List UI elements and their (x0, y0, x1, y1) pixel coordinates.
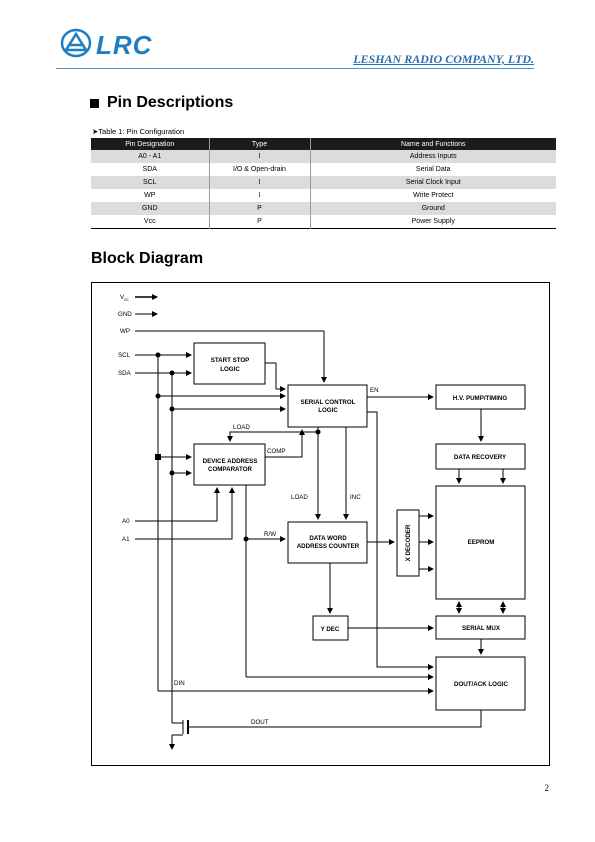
col-header: Type (208, 138, 310, 150)
serial-mux-label: SERIAL MUX (462, 625, 501, 632)
pin-gnd-label: GND (118, 311, 132, 318)
din-label: DIN (174, 680, 185, 687)
load-top-label: LOAD (233, 424, 250, 431)
hv-pump-label: H.V. PUMP/TIMING (453, 395, 508, 402)
eeprom-block (435, 485, 526, 600)
page-number: 2 (544, 783, 550, 793)
start-stop-label-1: START STOP (211, 357, 250, 364)
serial-control-label-1: SERIAL CONTROL (301, 399, 356, 406)
data-recovery-block (435, 443, 526, 470)
table-row: SCL I Serial Clock Input (91, 176, 556, 189)
logo-text: LRC (96, 30, 153, 60)
table-row: Vcc P Power Supply (91, 215, 556, 229)
comp-label: COMP (267, 448, 286, 455)
table-header-row: Pin Designation Type Name and Functions (91, 138, 556, 150)
rw-label: R/W (264, 531, 276, 538)
y-dec-label: Y DEC (321, 626, 340, 633)
pin-wp-label: WP (120, 328, 130, 335)
junction-dot (155, 352, 161, 358)
en-label: EN (370, 387, 379, 394)
load-label: LOAD (291, 494, 308, 501)
device-address-label-2: COMPARATOR (208, 466, 253, 473)
junction-dot (169, 406, 175, 412)
pin-descriptions-title: Pin Descriptions (107, 94, 234, 111)
junction-square (155, 454, 161, 460)
block-diagram-svg: Vcc GND WP SCL SDA A0 A1 DIN DOUT EN LOA… (118, 294, 526, 750)
data-word-label-2: ADDRESS COUNTER (297, 543, 360, 550)
bullet-square (90, 99, 99, 108)
serial-control-label-2: LOGIC (318, 407, 338, 414)
data-recovery-label: DATA RECOVERY (454, 454, 507, 461)
junction-dot (169, 370, 175, 376)
table-row: GND P Ground (91, 202, 556, 215)
pin-sda-label: SDA (118, 370, 132, 377)
table-caption: ➤Table 1: Pin Configuration (92, 127, 185, 136)
col-header: Pin Designation (91, 138, 209, 150)
eeprom-label: EEPROM (468, 539, 495, 546)
header-rule (56, 68, 534, 69)
table-row: SDA I/O & Open-drain Serial Data (91, 163, 556, 176)
dout-label: DOUT (251, 719, 269, 726)
arrow-icon: ➤ (92, 127, 99, 136)
block-diagram-title: Block Diagram (91, 250, 204, 267)
company-logo (60, 28, 92, 63)
x-decoder-block (396, 509, 420, 577)
pin-scl-label: SCL (118, 352, 131, 359)
table-row: A0 - A1 I Address Inputs (91, 150, 556, 163)
x-decoder-label: X DECODER (405, 524, 412, 561)
block-diagram: Vcc GND WP SCL SDA A0 A1 DIN DOUT EN LOA… (91, 282, 550, 766)
data-word-label-1: DATA WORD (309, 535, 347, 542)
junction-dot (155, 393, 161, 399)
junction-dot (169, 470, 175, 476)
serial-control-logic-block (287, 384, 368, 428)
junction-dot (315, 429, 321, 435)
pin-a1-label: A1 (122, 536, 130, 543)
start-stop-label-2: LOGIC (220, 366, 240, 373)
logo-icon (60, 28, 92, 58)
pin-vcc-label: Vcc (120, 294, 129, 302)
col-header: Name and Functions (309, 138, 556, 150)
junction-dot (243, 536, 249, 542)
device-address-comparator-block (193, 443, 266, 486)
inc-label: INC (350, 494, 361, 501)
pin-table: Pin Designation Type Name and Functions … (91, 138, 556, 229)
pin-a0-label: A0 (122, 518, 130, 525)
dout-ack-label: DOUT/ACK LOGIC (454, 681, 508, 688)
device-address-label-1: DEVICE ADDRESS (203, 458, 258, 465)
company-name: LESHAN RADIO COMPANY, LTD. (353, 52, 534, 66)
table-row: WP I Write Protect (91, 189, 556, 202)
